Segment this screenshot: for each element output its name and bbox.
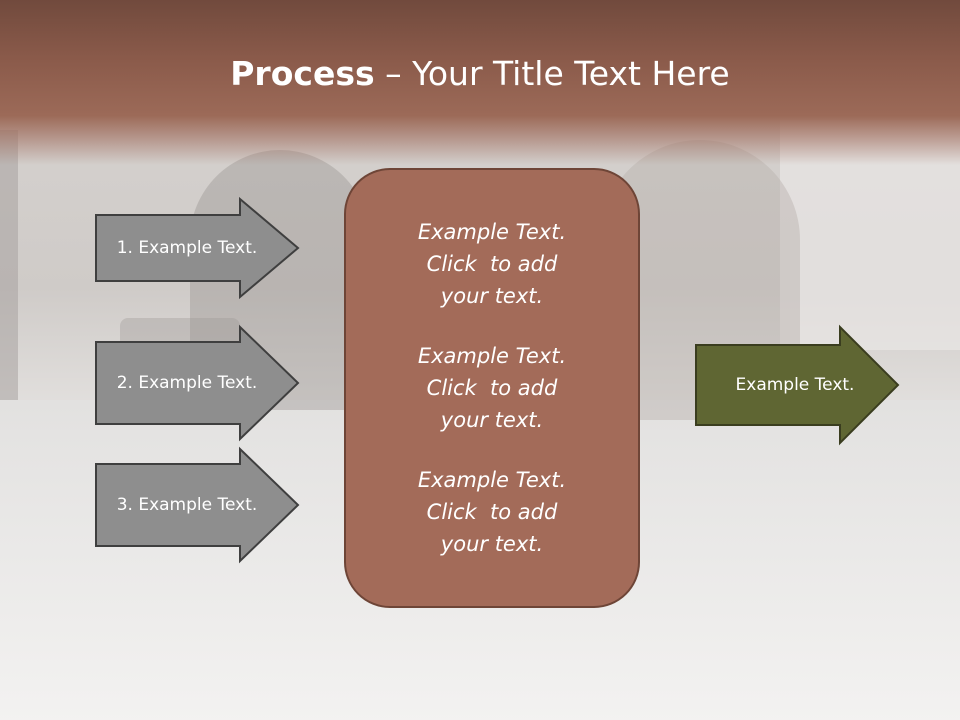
text-line: Example Text.: [417, 220, 567, 244]
step-arrow-label: 2. Example Text.: [116, 373, 258, 393]
background-window: [0, 130, 18, 400]
text-line: Click to add: [426, 376, 558, 400]
step-arrow-label: 1. Example Text.: [116, 238, 258, 258]
arrow-shape: [95, 446, 300, 564]
text-line: your text.: [440, 408, 544, 432]
step-arrow-label: 3. Example Text.: [116, 495, 258, 515]
text-line: your text.: [440, 284, 544, 308]
output-arrow[interactable]: Example Text.: [695, 324, 900, 446]
output-arrow-label: Example Text.: [735, 375, 855, 395]
title-band: [0, 0, 960, 165]
text-line: Example Text.: [417, 344, 567, 368]
arrow-shape: [95, 196, 300, 300]
text-line: your text.: [440, 532, 544, 556]
step-arrow-3[interactable]: 3. Example Text.: [95, 446, 300, 564]
step-arrow-2[interactable]: 2. Example Text.: [95, 324, 300, 442]
text-line: Click to add: [426, 252, 558, 276]
process-text-block-3[interactable]: Example Text. Click to add your text.: [418, 464, 566, 560]
process-box[interactable]: Example Text. Click to add your text. Ex…: [344, 168, 640, 608]
text-line: Example Text.: [417, 468, 567, 492]
arrow-shape: [695, 324, 900, 446]
text-line: Click to add: [426, 500, 558, 524]
step-arrow-1[interactable]: 1. Example Text.: [95, 196, 300, 300]
title-rest: – Your Title Text Here: [374, 54, 730, 93]
slide-title[interactable]: Process – Your Title Text Here: [0, 54, 960, 93]
process-text-block-1[interactable]: Example Text. Click to add your text.: [418, 216, 566, 312]
arrow-shape: [95, 324, 300, 442]
title-bold: Process: [230, 54, 375, 93]
process-text-block-2[interactable]: Example Text. Click to add your text.: [418, 340, 566, 436]
